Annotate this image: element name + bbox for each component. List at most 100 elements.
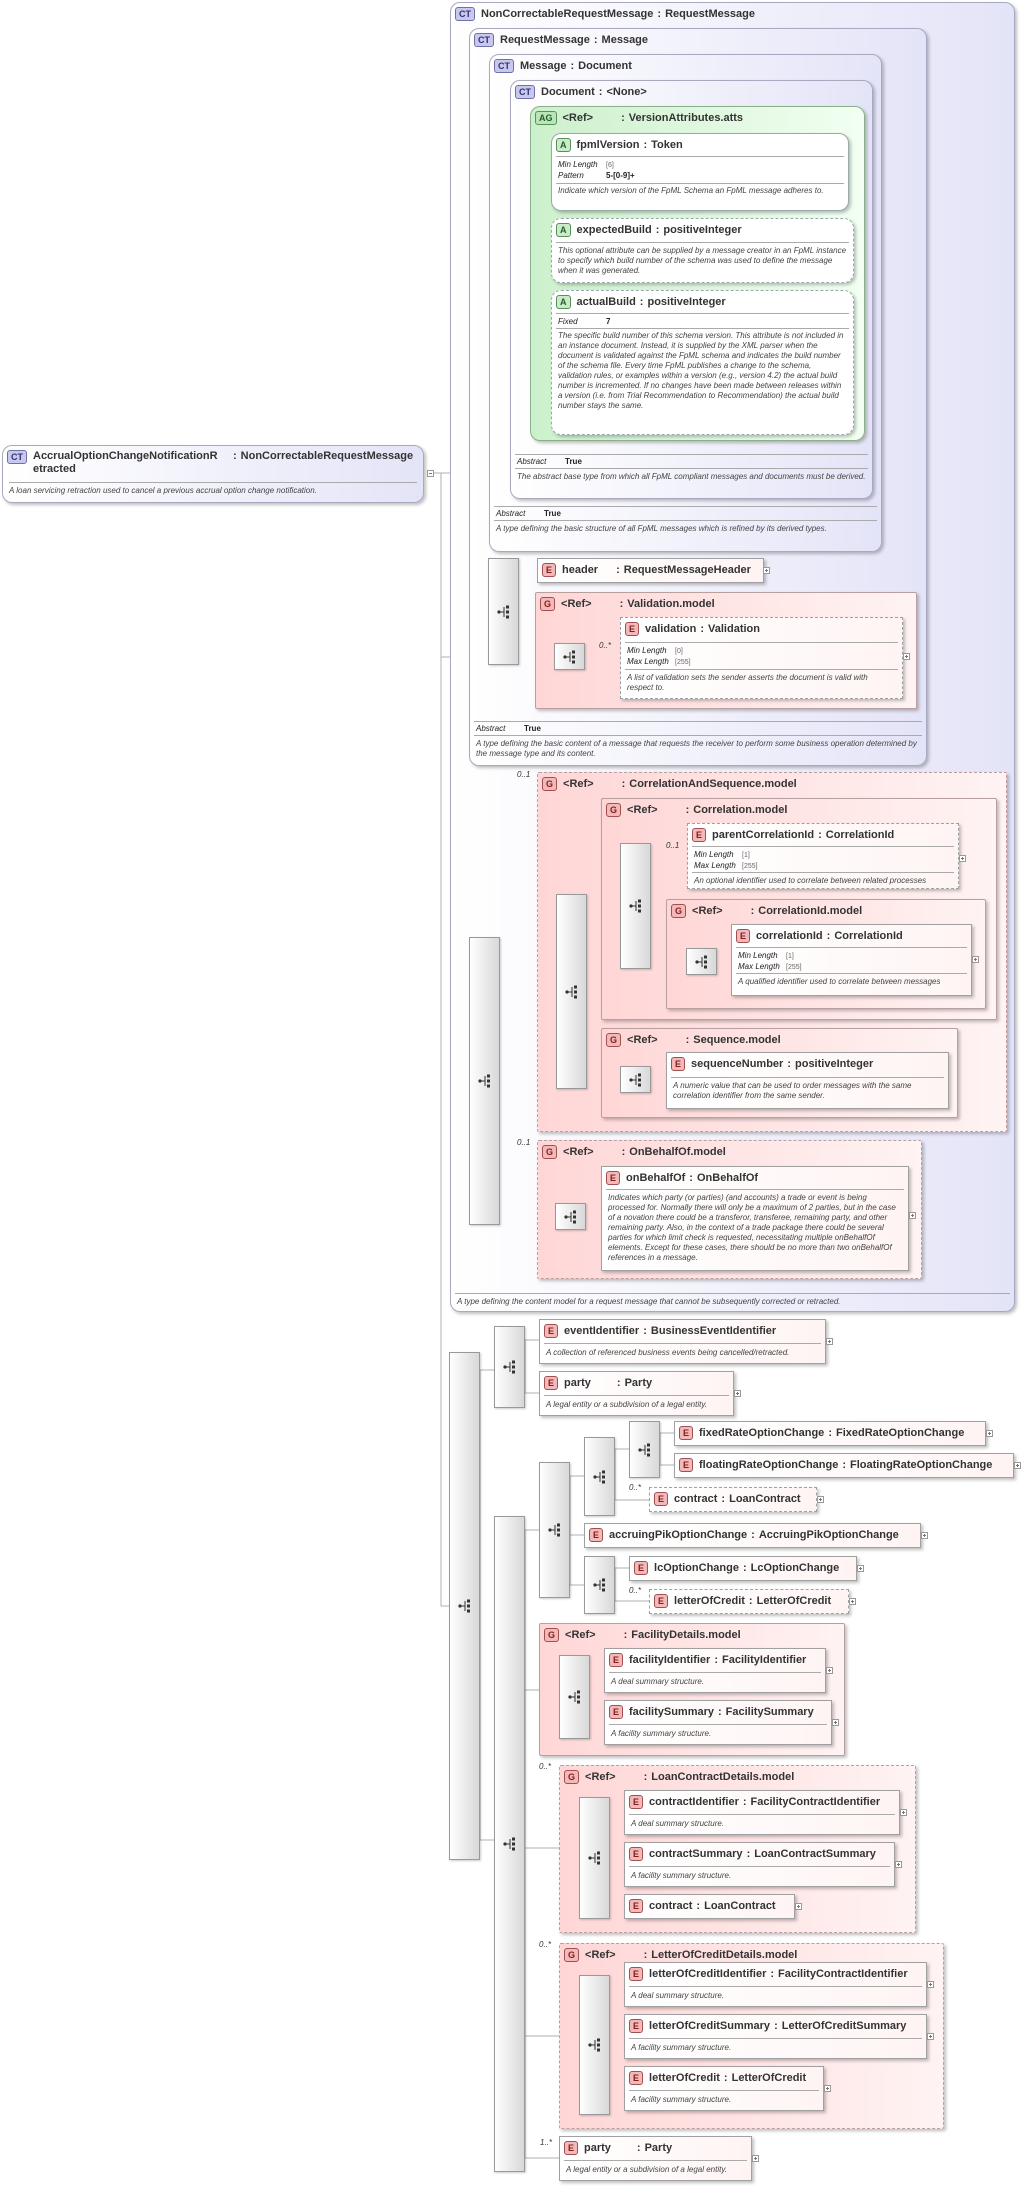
sequence-icon	[562, 650, 575, 663]
expand-icon[interactable]	[909, 1212, 916, 1219]
element-badge: E	[544, 1324, 559, 1338]
element-contract-identifier[interactable]: E contractIdentifier : FacilityContractI…	[624, 1790, 900, 1835]
sequence-compositor[interactable]	[620, 843, 651, 969]
sequence-compositor[interactable]	[629, 1421, 660, 1478]
sequence-compositor[interactable]	[555, 1203, 586, 1230]
group-badge: G	[544, 1628, 560, 1642]
element-letter-of-credit[interactable]: E letterOfCredit : LetterOfCredit	[649, 1589, 849, 1614]
sequence-compositor[interactable]	[449, 1352, 480, 1860]
expand-icon[interactable]	[817, 1496, 824, 1503]
expand-icon[interactable]	[927, 1981, 934, 1988]
element-contract[interactable]: E contract : LoanContract	[649, 1487, 817, 1512]
root-element-box[interactable]: CT AccrualOptionChangeNotificationR etra…	[2, 445, 424, 503]
element-contract-summary[interactable]: E contractSummary : LoanContractSummary …	[624, 1842, 895, 1887]
element-event-identifier[interactable]: E eventIdentifier : BusinessEventIdentif…	[539, 1319, 826, 1364]
group-badge: G	[542, 777, 558, 791]
attribute-fpml-version[interactable]: A fpmlVersion : Token Min Length[6] Patt…	[551, 133, 849, 211]
element-facility-summary[interactable]: E facilitySummary : FacilitySummary A fa…	[604, 1700, 832, 1745]
expand-icon[interactable]	[959, 855, 966, 862]
expand-icon[interactable]	[752, 2155, 759, 2162]
attribute-expected-build[interactable]: A expectedBuild : positiveInteger This o…	[551, 218, 854, 283]
sequence-icon	[502, 1360, 515, 1374]
complex-type-badge: CT	[515, 85, 535, 99]
element-badge: E	[629, 1967, 644, 1981]
element-on-behalf-of[interactable]: E onBehalfOf : OnBehalfOf Indicates whic…	[601, 1166, 909, 1271]
complex-type-badge: CT	[494, 59, 514, 73]
sequence-icon	[563, 1210, 576, 1223]
element-badge: E	[564, 2141, 579, 2155]
element-badge: E	[542, 563, 557, 577]
element-badge: E	[736, 929, 751, 943]
root-element-type: NonCorrectableRequestMessage	[240, 450, 414, 462]
expand-icon[interactable]	[986, 1430, 993, 1437]
expand-icon[interactable]	[849, 1598, 856, 1605]
expand-icon[interactable]	[927, 2033, 934, 2040]
expand-icon[interactable]	[734, 1390, 741, 1397]
expand-icon[interactable]	[824, 2085, 831, 2092]
sequence-compositor[interactable]	[620, 1066, 651, 1093]
attribute-badge: A	[556, 223, 571, 237]
expand-icon[interactable]	[1014, 1462, 1021, 1469]
sequence-compositor[interactable]	[556, 894, 587, 1089]
expand-icon[interactable]	[972, 956, 979, 963]
element-letter-of-credit-summary[interactable]: E letterOfCreditSummary : LetterOfCredit…	[624, 2014, 927, 2059]
expand-icon[interactable]	[795, 1903, 802, 1910]
sequence-compositor[interactable]	[584, 1437, 615, 1516]
element-correlation-id[interactable]: E correlationId : CorrelationId Min Leng…	[731, 924, 972, 996]
sequence-compositor[interactable]	[488, 558, 519, 665]
element-party[interactable]: E party : Party A legal entity or a subd…	[559, 2136, 752, 2181]
sequence-compositor[interactable]	[539, 1462, 570, 1598]
sequence-icon	[496, 605, 509, 618]
expand-icon[interactable]	[826, 1667, 833, 1674]
root-collapse-icon[interactable]	[427, 470, 434, 477]
sequence-compositor[interactable]	[579, 1797, 610, 1919]
element-accruing-pik-option-change[interactable]: E accruingPikOptionChange : AccruingPikO…	[584, 1523, 921, 1548]
element-letter-of-credit-identifier[interactable]: E letterOfCreditIdentifier : FacilityCon…	[624, 1962, 927, 2007]
element-contract[interactable]: E contract : LoanContract	[624, 1894, 795, 1919]
element-parent-correlation-id[interactable]: E parentCorrelationId : CorrelationId Mi…	[687, 823, 959, 889]
request-message-doc: A type defining the basic content of a m…	[476, 739, 917, 758]
group-badge: G	[671, 904, 687, 918]
sequence-compositor[interactable]	[494, 1326, 525, 1408]
expand-icon[interactable]	[763, 567, 770, 574]
expand-icon[interactable]	[832, 1719, 839, 1726]
document-doc: The abstract base type from which all Fp…	[517, 472, 866, 481]
sequence-compositor[interactable]	[554, 643, 585, 670]
sequence-icon	[567, 1690, 580, 1704]
sequence-compositor[interactable]	[686, 948, 717, 975]
element-floating-rate-option-change[interactable]: E floatingRateOptionChange : FloatingRat…	[674, 1453, 1014, 1478]
sequence-icon	[637, 1443, 650, 1456]
group-badge: G	[564, 1770, 580, 1784]
element-badge: E	[629, 1795, 644, 1809]
expand-icon[interactable]	[903, 653, 910, 660]
element-letter-of-credit[interactable]: E letterOfCredit : LetterOfCredit A faci…	[624, 2066, 824, 2111]
element-header[interactable]: E header : RequestMessageHeader	[537, 558, 764, 583]
element-badge: E	[609, 1653, 624, 1667]
element-badge: E	[629, 1899, 644, 1913]
expand-icon[interactable]	[900, 1809, 907, 1816]
element-party[interactable]: E party : Party A legal entity or a subd…	[539, 1371, 734, 1416]
element-sequence-number[interactable]: E sequenceNumber : positiveInteger A num…	[666, 1052, 949, 1109]
attribute-badge: A	[556, 295, 571, 309]
sequence-icon	[457, 1599, 470, 1613]
sequence-icon	[587, 1851, 600, 1865]
element-fixed-rate-option-change[interactable]: E fixedRateOptionChange : FixedRateOptio…	[674, 1421, 986, 1446]
element-validation[interactable]: E validation : Validation Min Length[0] …	[620, 617, 903, 699]
element-badge: E	[692, 828, 707, 842]
element-facility-identifier[interactable]: E facilityIdentifier : FacilityIdentifie…	[604, 1648, 826, 1693]
sequence-compositor[interactable]	[469, 937, 500, 1225]
message-doc: A type defining the basic structure of a…	[496, 524, 827, 533]
sequence-compositor[interactable]	[559, 1655, 590, 1739]
expand-icon[interactable]	[921, 1532, 928, 1539]
sequence-compositor[interactable]	[494, 1516, 525, 2172]
group-badge: G	[606, 803, 622, 817]
expand-icon[interactable]	[857, 1565, 864, 1572]
expand-icon[interactable]	[826, 1338, 833, 1345]
group-badge: G	[540, 597, 556, 611]
element-lc-option-change[interactable]: E lcOptionChange : LcOptionChange	[629, 1556, 857, 1581]
sequence-compositor[interactable]	[584, 1556, 615, 1614]
group-badge: G	[564, 1948, 580, 1962]
expand-icon[interactable]	[895, 1861, 902, 1868]
sequence-compositor[interactable]	[579, 1975, 610, 2115]
